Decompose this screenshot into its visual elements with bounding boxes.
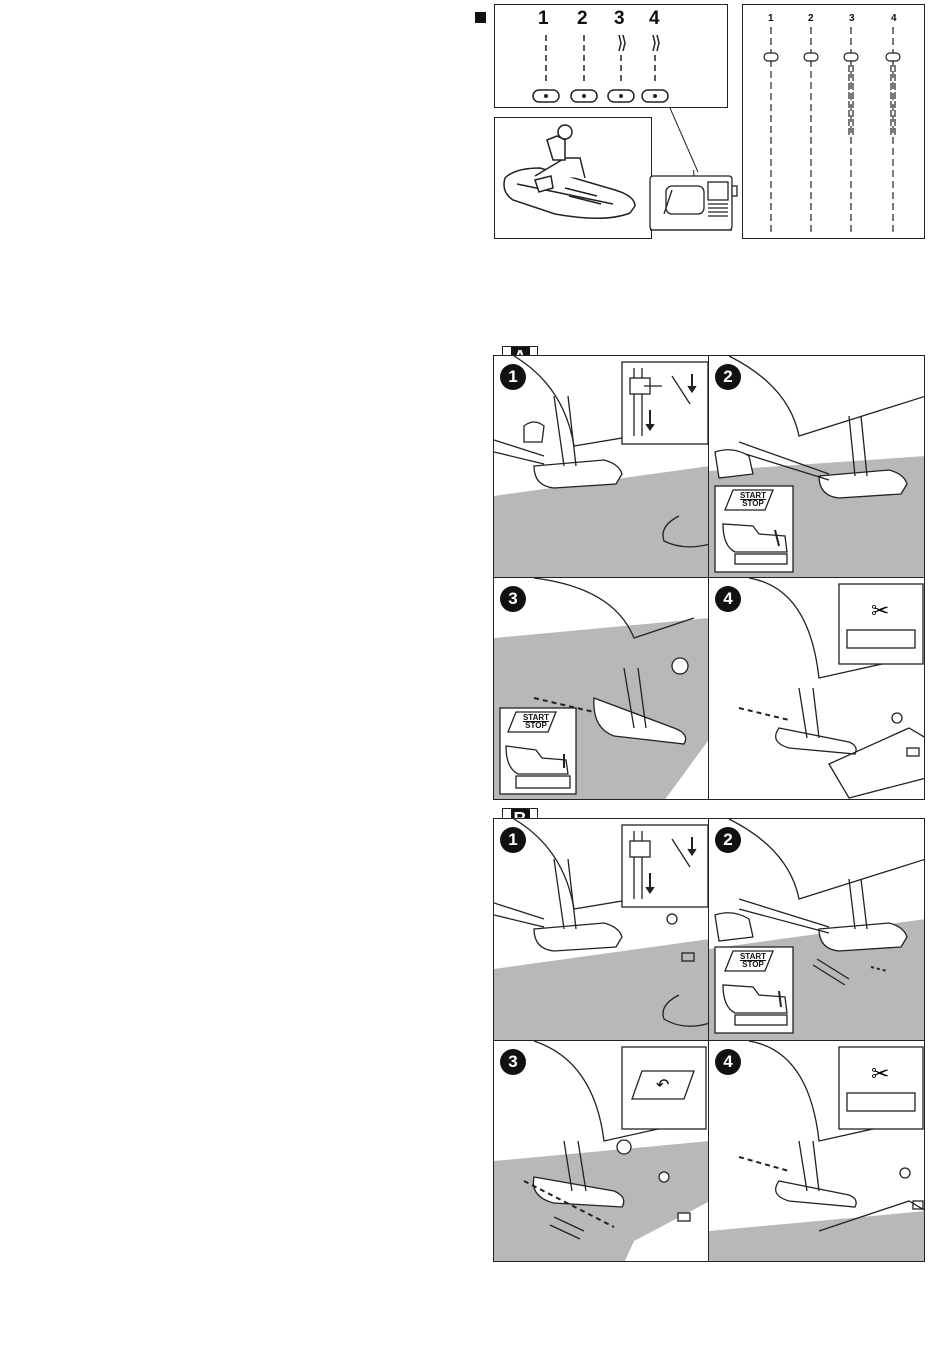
needle-position-2: 2 [577,8,588,30]
stop-label: STOP [742,499,764,508]
needle-position-diagram [495,5,729,109]
scissors-icon: ✂ [871,1063,889,1085]
scissors-icon: ✂ [871,600,889,622]
section-a-step-1-number: 1 [500,364,526,390]
section-b-step-3-panel: 3 ↶ [493,1040,709,1262]
section-b-step-2-number: 2 [715,827,741,853]
section-a-step-3-panel: 3 START STOP [493,577,709,800]
section-a-step-2-number: 2 [715,364,741,390]
section-bullet [475,12,486,23]
start-stop-label: START STOP [733,492,773,508]
section-b-step-1-panel: 1 [493,818,709,1041]
section-a-step-4-panel: 4 ✂ [708,577,925,800]
section-b-step-4-panel: 4 ✂ [708,1040,925,1262]
stop-label: STOP [525,721,547,730]
section-a-step-3-number: 3 [500,586,526,612]
stitch-sample-box: 1 2 3 4 [742,4,925,239]
section-b-step-1-number: 1 [500,827,526,853]
section-b-step-2-panel: 2 START STOP [708,818,925,1041]
sample-position-4: 4 [891,13,897,24]
section-a-step-4-number: 4 [715,586,741,612]
needle-position-1: 1 [538,8,549,30]
needle-position-box: 1 2 3 4 [494,4,728,108]
sample-position-2: 2 [808,13,814,24]
sample-position-3: 3 [849,13,855,24]
reverse-stitch-icon: ↶ [656,1077,669,1093]
needle-position-4: 4 [649,8,660,30]
callout-line [660,106,710,176]
sewing-machine-thumbnail [648,170,738,240]
section-a-step-2-panel: 2 START STOP [708,355,925,578]
stop-label: STOP [742,960,764,969]
needle-position-3: 3 [614,8,625,30]
section-b-step-3-number: 3 [500,1049,526,1075]
section-b-step-4-number: 4 [715,1049,741,1075]
start-stop-label: START STOP [516,714,556,730]
sample-position-1: 1 [768,13,774,24]
section-a-step-1-panel: 1 [493,355,709,578]
presser-foot-illustration [494,117,652,239]
start-stop-label: START STOP [733,953,773,969]
